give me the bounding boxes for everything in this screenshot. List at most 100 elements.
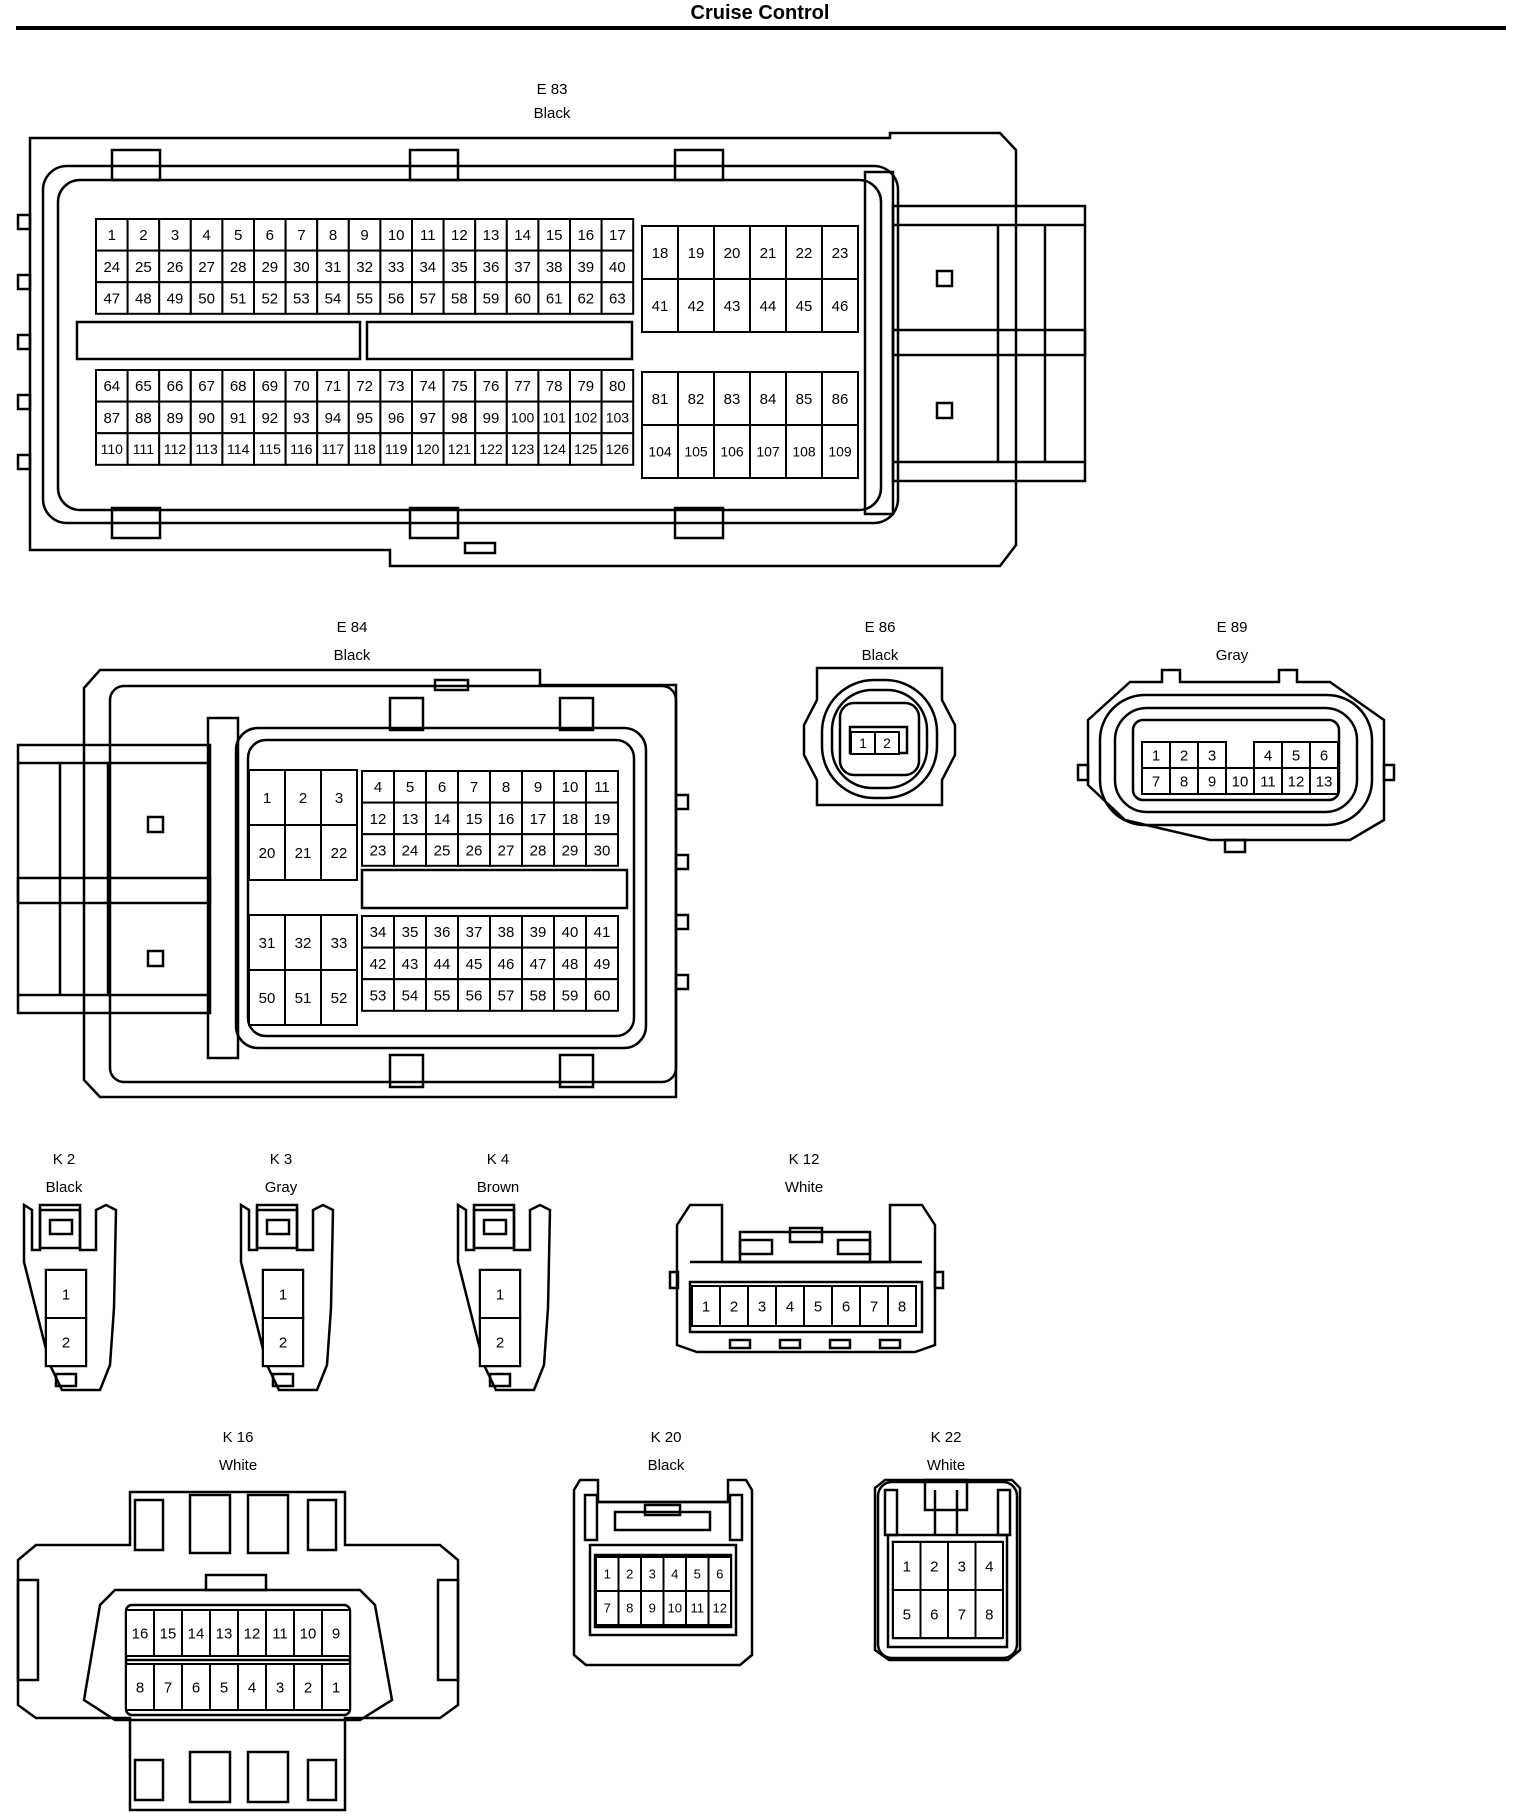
pin-number: 84 (760, 391, 777, 408)
pin-number: 45 (796, 298, 813, 315)
pin-cell (553, 833, 587, 867)
pin-number: 120 (416, 441, 440, 457)
pin-number: 44 (760, 298, 777, 315)
connector-k12-housing (668, 1203, 945, 1354)
pin-number: 59 (562, 987, 579, 1004)
pin-cell (489, 946, 523, 981)
pin-number: 92 (261, 410, 278, 427)
pin-cell (1253, 741, 1283, 769)
pin-number: 38 (546, 259, 563, 276)
connector-e83-color: Black (534, 105, 571, 122)
pin-number: 22 (796, 245, 813, 262)
pin-number: 101 (543, 409, 567, 425)
pin-number: 4 (248, 1679, 256, 1696)
pin-number: 12 (1288, 773, 1305, 790)
pin-number: 13 (216, 1625, 233, 1642)
pin-number: 123 (511, 441, 535, 457)
pin-number: 34 (419, 259, 436, 276)
pin-number: 1 (859, 735, 867, 751)
pin-number: 40 (562, 924, 579, 941)
pin-number: 42 (370, 956, 387, 973)
pin-number: 1 (903, 1558, 911, 1575)
pin-cell (585, 978, 619, 1012)
pin-number: 9 (360, 227, 368, 244)
pin-number: 29 (562, 842, 579, 859)
pin-number: 6 (1320, 747, 1328, 764)
pin-cell (320, 824, 358, 881)
pin-cell (803, 1285, 833, 1327)
pin-number: 6 (842, 1298, 850, 1315)
pin-cell (749, 278, 787, 333)
pin-number: 22 (331, 845, 348, 862)
pin-cell (600, 432, 635, 466)
pin-number: 12 (370, 811, 387, 828)
pin-number: 8 (985, 1606, 993, 1623)
pin-number: 4 (985, 1558, 993, 1575)
pin-number: 1 (1152, 747, 1160, 764)
pin-cell (320, 769, 358, 826)
pin-number: 3 (1208, 747, 1216, 764)
pin-number: 43 (724, 298, 741, 315)
pin-cell (719, 1285, 749, 1327)
pin-number: 47 (103, 290, 120, 307)
pin-cell (284, 824, 322, 881)
pin-cell (747, 1285, 777, 1327)
pin-number: 67 (198, 378, 215, 395)
pin-number: 46 (498, 956, 515, 973)
pin-number: 63 (609, 290, 626, 307)
connector-e84-housing (16, 668, 690, 1099)
pin-number: 21 (760, 245, 777, 262)
pin-cell (253, 432, 287, 466)
pin-cell (379, 400, 413, 435)
pin-number: 32 (295, 935, 312, 952)
pin-cell (569, 400, 603, 435)
pin-number: 8 (898, 1298, 906, 1315)
pin-number: 31 (259, 935, 276, 952)
pin-cell (457, 946, 491, 981)
pin-number: 119 (385, 441, 408, 457)
pin-number: 102 (574, 409, 598, 425)
pin-cell (158, 249, 192, 284)
pin-number: 10 (388, 227, 405, 244)
pin-cell (521, 946, 555, 981)
pin-number: 16 (577, 227, 594, 244)
pin-number: 56 (466, 987, 483, 1004)
pin-cell (1197, 767, 1227, 795)
pin-number: 36 (483, 259, 500, 276)
pin-number: 100 (511, 409, 535, 425)
pin-cell (919, 1541, 949, 1591)
pin-cell (713, 424, 751, 479)
pin-number: 105 (684, 444, 708, 460)
pin-number: 11 (690, 1601, 704, 1616)
pin-number: 54 (402, 987, 419, 1004)
pin-cell (457, 915, 491, 949)
pin-number: 10 (300, 1625, 317, 1642)
pin-number: 55 (434, 987, 451, 1004)
pin-number: 14 (514, 227, 531, 244)
pin-number: 6 (438, 779, 446, 796)
pin-cell (691, 1285, 721, 1327)
pin-cell (585, 833, 619, 867)
pin-cell (1309, 767, 1339, 795)
pin-cell (537, 400, 572, 435)
pin-number: 117 (322, 441, 345, 457)
pin-number: 2 (279, 1334, 287, 1351)
connector-k3-code: K 3 (270, 1151, 293, 1168)
pin-number: 11 (1260, 773, 1276, 790)
pin-cell (585, 770, 619, 804)
pin-number: 4 (1264, 747, 1272, 764)
pin-cell (821, 424, 859, 479)
connector-e86-color: Black (862, 647, 899, 664)
pin-number: 30 (594, 842, 611, 859)
pin-number: 39 (577, 259, 594, 276)
pin-number: 2 (304, 1679, 312, 1696)
pin-cell (189, 369, 224, 403)
connector-k16-housing (16, 1490, 460, 1812)
pin-number: 2 (139, 227, 147, 244)
pin-number: 78 (546, 378, 563, 395)
pin-cell (189, 400, 224, 435)
pin-number: 5 (406, 779, 414, 796)
pin-number: 15 (466, 811, 483, 828)
connector-e84-code: E 84 (337, 619, 368, 636)
pin-number: 20 (724, 245, 741, 262)
